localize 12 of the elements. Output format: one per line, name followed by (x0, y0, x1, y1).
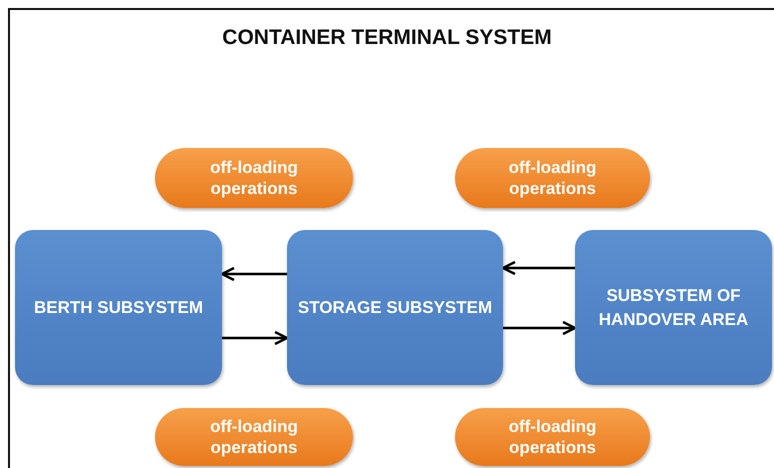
operation-pill: off-loading operations (155, 408, 353, 466)
operation-pill: off-loading operations (455, 408, 650, 466)
arrow (222, 330, 288, 346)
operation-pill: off-loading operations (455, 148, 650, 208)
diagram-title: CONTAINER TERMINAL SYSTEM (221, 26, 553, 50)
subsystem-box: STORAGE SUBSYSTEM (287, 230, 503, 385)
arrow (220, 266, 287, 282)
operation-pill: off-loading operations (155, 148, 353, 208)
subsystem-box: SUBSYSTEM OF HANDOVER AREA (575, 230, 772, 385)
subsystem-box: BERTH SUBSYSTEM (15, 230, 222, 385)
arrow (503, 320, 576, 336)
arrow (502, 260, 575, 276)
